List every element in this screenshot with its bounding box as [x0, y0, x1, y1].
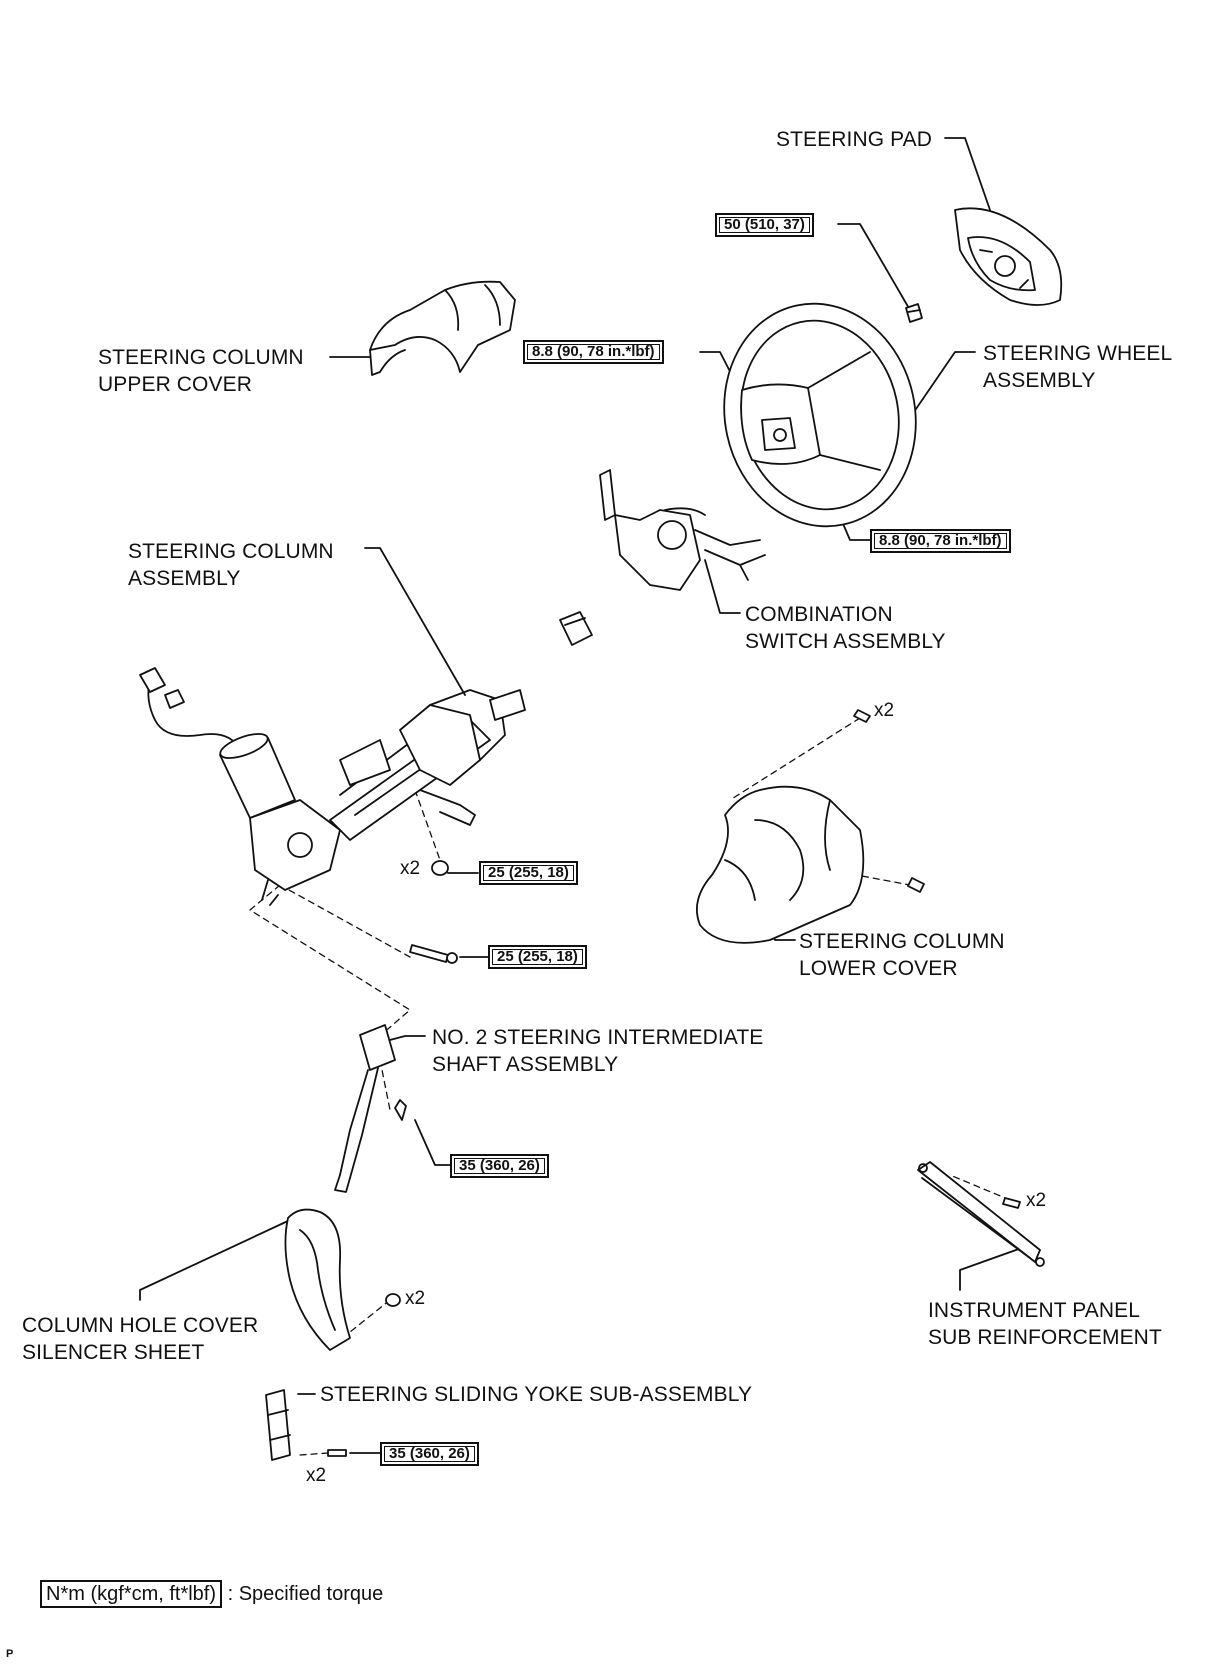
torque-box-wheel-screw-right: 8.8 (90, 78 in.*lbf) [870, 529, 1011, 553]
torque-box-column-bolt: 25 (255, 18) [488, 945, 587, 969]
label-line: SILENCER SHEET [22, 1341, 205, 1364]
label-steering-wheel-assembly: STEERING WHEEL ASSEMBLY [983, 340, 1172, 394]
label-steering-pad: STEERING PAD [776, 128, 933, 151]
label-line: ASSEMBLY [128, 567, 241, 590]
label-sub-reinforcement: INSTRUMENT PANEL SUB REINFORCEMENT [928, 1297, 1162, 1351]
assembly-lines [249, 717, 1011, 1456]
steering-pad-part [954, 207, 1063, 306]
label-line: NO. 2 STEERING INTERMEDIATE [432, 1026, 764, 1049]
lower-cover-part [696, 785, 865, 944]
key-cylinder-part [559, 611, 593, 646]
torque-box-wheel-nut: 50 (510, 37) [715, 213, 814, 237]
sub-reinforcement-part [917, 1161, 1045, 1267]
torque-box-intermediate-bolt: 35 (360, 26) [450, 1154, 549, 1178]
torque-box-yoke-bolt: 35 (360, 26) [380, 1442, 479, 1466]
reinforcement-bolt-part [1002, 1197, 1021, 1209]
label-line: ASSEMBLY [983, 369, 1096, 392]
label-upper-cover: STEERING COLUMN UPPER COVER [98, 344, 304, 398]
footer-mark: P [6, 1648, 14, 1660]
label-line: SWITCH ASSEMBLY [745, 630, 946, 653]
steering-column-part [139, 667, 526, 906]
torque-box-column-nut: 25 (255, 18) [479, 861, 578, 885]
lower-cover-screw-side-part [907, 877, 925, 893]
steering-wheel-part [723, 302, 917, 528]
lower-cover-screw-top-part [853, 709, 871, 723]
label-lower-cover: STEERING COLUMN LOWER COVER [799, 928, 1005, 982]
label-line: SUB REINFORCEMENT [928, 1326, 1162, 1349]
label-column-hole-cover: COLUMN HOLE COVER SILENCER SHEET [22, 1312, 258, 1366]
label-line: LOWER COVER [799, 957, 958, 980]
wheel-nut-part [905, 303, 923, 323]
column-bolt-part [409, 944, 458, 964]
intermediate-bolt-part [394, 1099, 407, 1121]
qty-yoke-bolt: x2 [306, 1465, 327, 1486]
label-line: COLUMN HOLE COVER [22, 1314, 259, 1337]
qty-lower-cover-screw: x2 [874, 700, 895, 721]
qty-silencer-clip: x2 [405, 1288, 426, 1309]
label-intermediate-shaft: NO. 2 STEERING INTERMEDIATE SHAFT ASSEMB… [432, 1024, 763, 1078]
torque-box-wheel-screw-left: 8.8 (90, 78 in.*lbf) [523, 340, 664, 364]
label-steering-column-assembly: STEERING COLUMN ASSEMBLY [128, 538, 334, 592]
intermediate-shaft-part [334, 1024, 396, 1193]
label-combination-switch: COMBINATION SWITCH ASSEMBLY [745, 601, 946, 655]
legend-torque-box: N*m (kgf*cm, ft*lbf) [40, 1580, 223, 1608]
silencer-sheet-part [284, 1208, 351, 1351]
yoke-bolt-part [327, 1449, 347, 1457]
label-line: STEERING COLUMN [128, 540, 334, 563]
label-sliding-yoke: STEERING SLIDING YOKE SUB-ASSEMBLY [320, 1383, 753, 1406]
label-line: STEERING COLUMN [98, 346, 304, 369]
torque-legend: N*m (kgf*cm, ft*lbf) : Specified torque [40, 1580, 383, 1608]
legend-text: : Specified torque [227, 1583, 384, 1605]
qty-reinforcement-bolt: x2 [1026, 1190, 1047, 1211]
label-line: INSTRUMENT PANEL [928, 1299, 1141, 1322]
column-nut-part [431, 860, 449, 876]
upper-cover-part [369, 280, 516, 376]
combination-switch-part [599, 469, 766, 591]
label-line: COMBINATION [745, 603, 893, 626]
label-line: SHAFT ASSEMBLY [432, 1053, 619, 1076]
label-line: STEERING COLUMN [799, 930, 1005, 953]
sliding-yoke-part [265, 1389, 291, 1461]
silencer-clip-part [385, 1293, 401, 1307]
qty-column-nut: x2 [400, 858, 421, 879]
label-line: UPPER COVER [98, 373, 252, 396]
label-line: STEERING WHEEL [983, 342, 1173, 365]
